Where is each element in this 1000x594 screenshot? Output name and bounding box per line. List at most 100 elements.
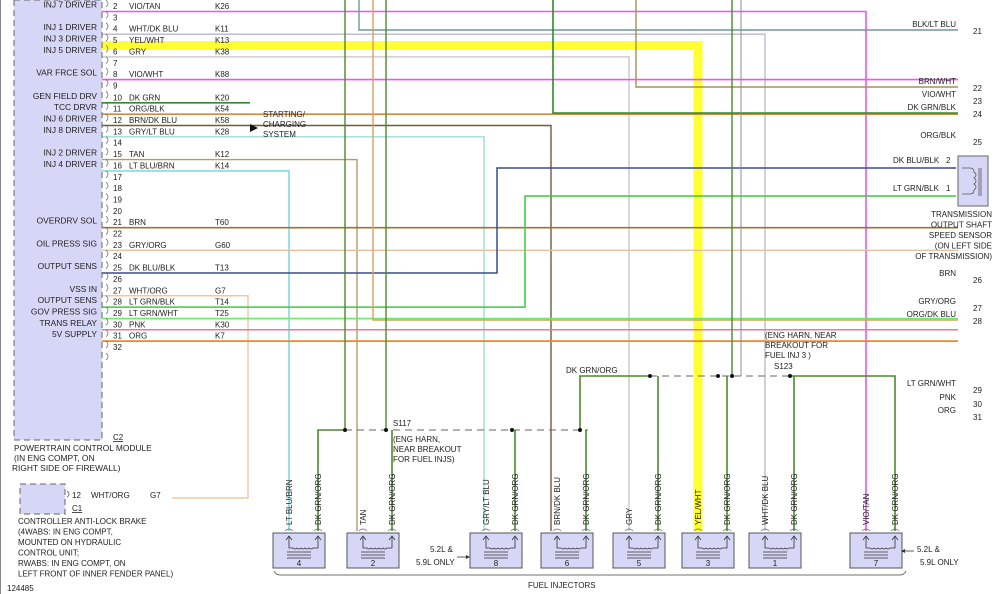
connector-cavity-icon bbox=[105, 227, 109, 235]
connector-cavity-icon bbox=[105, 45, 109, 53]
right-wire-number: 31 bbox=[973, 413, 982, 422]
injector-signal-wire-label: YEL/WHT bbox=[694, 489, 703, 525]
pcm-pin-number: 29 bbox=[113, 309, 122, 318]
wire-vio-tan bbox=[102, 10, 867, 531]
starting-charging-label-1: STARTING/ bbox=[263, 110, 306, 119]
sensor-title-line: (ON LEFT SIDE bbox=[935, 242, 992, 251]
pcm-pin-circuit: K20 bbox=[215, 93, 230, 102]
pcm-pin-number: 11 bbox=[113, 105, 122, 114]
injector-ground-wire-label: DK GRN/ORG bbox=[723, 473, 732, 525]
pcm-pin-circuit: G7 bbox=[215, 286, 226, 295]
abs-title-line: CONTROLLER ANTI-LOCK BRAKE bbox=[18, 517, 146, 526]
pcm-pin-circuit: K38 bbox=[215, 47, 230, 56]
splice-s117-id: S117 bbox=[393, 419, 412, 428]
pcm-pin-number: 26 bbox=[113, 275, 122, 284]
pcm-pin-function: VSS IN bbox=[70, 284, 97, 294]
pcm-pin-number: 20 bbox=[113, 207, 122, 216]
pcm-pin-function: TCC DRVR bbox=[54, 102, 97, 112]
injector-coil-icon bbox=[362, 536, 393, 550]
wire-org-dk-blu bbox=[372, 0, 958, 321]
injector-ground-wire-label: DK GRN/ORG bbox=[511, 473, 520, 525]
connector-cavity-icon bbox=[105, 249, 109, 258]
wire-dk-grn-blk bbox=[552, 0, 958, 114]
connector-cavity-icon bbox=[105, 215, 109, 224]
injector-coil-icon bbox=[697, 536, 728, 550]
pcm-pin-function: INJ 8 DRIVER bbox=[43, 125, 97, 135]
pcm-pin-wire: WHT/DK BLU bbox=[129, 25, 179, 34]
pcm-pin-number: 2 bbox=[113, 2, 118, 11]
pcm-pin-circuit: G60 bbox=[215, 241, 231, 250]
connector-cavity-icon bbox=[105, 136, 109, 144]
pcm-pin-number: 30 bbox=[113, 320, 122, 329]
wire-gry-lt-blu bbox=[102, 136, 485, 531]
connector-cavity-icon bbox=[105, 159, 109, 167]
fuel-injector-8: 8 bbox=[469, 528, 523, 569]
connector-cavity-icon bbox=[105, 170, 109, 179]
connector-cavity-icon bbox=[105, 181, 109, 190]
pcm-pin-wire: ORG/BLK bbox=[129, 105, 165, 114]
splice-dot bbox=[510, 428, 514, 432]
pcm-pin-circuit: K11 bbox=[215, 25, 229, 34]
pcm-pin-number: 28 bbox=[113, 298, 122, 307]
splice-dot bbox=[730, 374, 734, 378]
sensor-title-line: OF TRANSMISSION) bbox=[915, 252, 992, 261]
right-wire-number: 28 bbox=[973, 317, 982, 326]
pcm-pin-function: 5V SUPPLY bbox=[52, 329, 97, 339]
injector-signal-wire-label: TAN bbox=[359, 509, 368, 525]
pcm-pin-function: OVERDRV SOL bbox=[37, 216, 98, 226]
pcm-pin-function: OIL PRESS SIG bbox=[36, 238, 97, 248]
pcm-pin-circuit: K88 bbox=[215, 70, 230, 79]
sensor-title-line: TRANSMISSION bbox=[931, 210, 992, 219]
fuel-injector-4: 4 bbox=[272, 528, 326, 569]
connector-cavity-icon bbox=[105, 340, 109, 349]
pcm-pin-wire: ORG bbox=[129, 332, 147, 341]
connector-cavity-icon bbox=[105, 125, 109, 133]
splice-dot bbox=[578, 428, 582, 432]
pcm-pin-number: 5 bbox=[113, 36, 118, 45]
injector-coil-icon bbox=[865, 536, 896, 550]
pcm-pin-number: 4 bbox=[113, 25, 118, 34]
pcm-pin-function: TRANS RELAY bbox=[39, 318, 97, 328]
connector-cavity-icon bbox=[105, 193, 109, 201]
right-wire-label: BRN/WHT bbox=[919, 77, 956, 86]
pcm-pin-wire: GRY bbox=[129, 47, 147, 56]
right-wire-number: 30 bbox=[973, 400, 982, 409]
right-wire-number: 22 bbox=[973, 84, 982, 93]
pcm-pin-circuit: T60 bbox=[215, 218, 229, 227]
right-wire-number: 26 bbox=[973, 276, 982, 285]
pcm-pin-function: VAR FRCE SOL bbox=[36, 68, 97, 78]
injector-number: 7 bbox=[874, 559, 879, 568]
pcm-pin-function: INJ 5 DRIVER bbox=[43, 45, 97, 55]
connector-cavity-icon bbox=[105, 0, 109, 8]
left-border bbox=[0, 0, 1, 594]
pcm-pin-circuit: K54 bbox=[215, 105, 230, 114]
arrow-icon bbox=[466, 555, 470, 559]
right-wire-number: 27 bbox=[973, 304, 982, 313]
wire-tan bbox=[102, 158, 358, 531]
connector-cavity-icon bbox=[105, 238, 109, 247]
pcm-pin-circuit: K58 bbox=[215, 116, 230, 125]
pcm-pin-circuit: K13 bbox=[215, 36, 230, 45]
injector-group-label: FUEL INJECTORS bbox=[528, 581, 596, 590]
injector-note-left-2: 5.9L ONLY bbox=[416, 558, 455, 567]
injector-ground-wire-label: DK GRN/ORG bbox=[891, 473, 900, 525]
pcm-pin-number: 14 bbox=[113, 139, 122, 148]
pcm-pin-wire: BRN/DK BLU bbox=[129, 116, 177, 125]
right-wire-label: DK GRN/BLK bbox=[908, 103, 957, 112]
pcm-pin-wire: DK GRN bbox=[129, 93, 160, 102]
connector-cavity-icon bbox=[105, 22, 109, 30]
pcm-pin-wire: YEL/WHT bbox=[129, 36, 165, 45]
injector-note-right-2: 5.9L ONLY bbox=[920, 558, 959, 567]
pcm-pin-function: INJ 4 DRIVER bbox=[43, 159, 97, 169]
injector-ground-wire-label: DK GRN/ORG bbox=[388, 473, 397, 525]
starting-charging-label-2: CHARGING bbox=[263, 120, 306, 129]
injector-ground-wire-label: DK GRN/ORG bbox=[314, 473, 323, 525]
pcm-pin-number: 24 bbox=[113, 252, 122, 261]
wire-blk-lt-blu bbox=[358, 0, 958, 31]
fuel-injector-6: 6 bbox=[540, 528, 594, 569]
right-wire-number: 29 bbox=[973, 386, 982, 395]
abs-title-line: MOUNTED ON HYDRAULIC bbox=[18, 538, 121, 547]
connector-cavity-icon bbox=[105, 113, 109, 122]
